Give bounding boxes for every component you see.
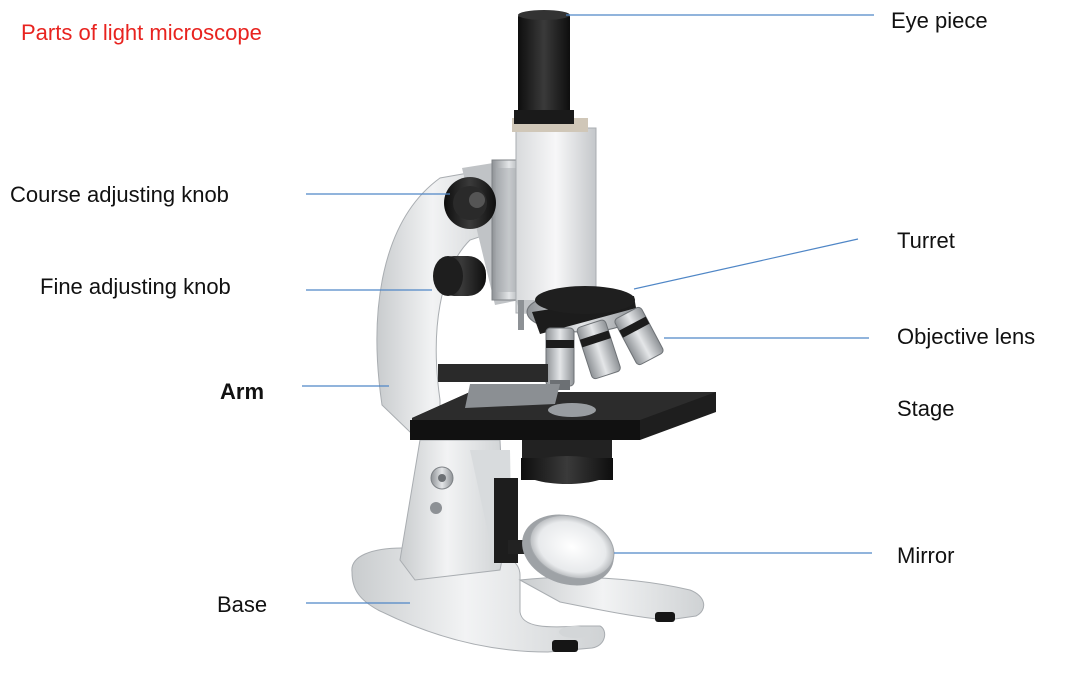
- label-turret: Turret: [897, 230, 955, 252]
- label-eye-piece: Eye piece: [891, 10, 988, 32]
- label-arm: Arm: [220, 381, 264, 403]
- eyepiece-shape: [514, 10, 574, 124]
- label-objective-lens: Objective lens: [897, 326, 1035, 348]
- diagram-title: Parts of light microscope: [21, 22, 262, 44]
- label-fine-knob: Fine adjusting knob: [40, 276, 231, 298]
- label-course-knob: Course adjusting knob: [10, 184, 229, 206]
- leader-turret: [634, 239, 858, 289]
- microscope-pillar: [400, 440, 538, 580]
- fine-knob-shape: [433, 256, 486, 296]
- label-stage: Stage: [897, 398, 955, 420]
- label-base: Base: [217, 594, 267, 616]
- coarse-knob-shape: [444, 177, 496, 229]
- label-mirror: Mirror: [897, 545, 954, 567]
